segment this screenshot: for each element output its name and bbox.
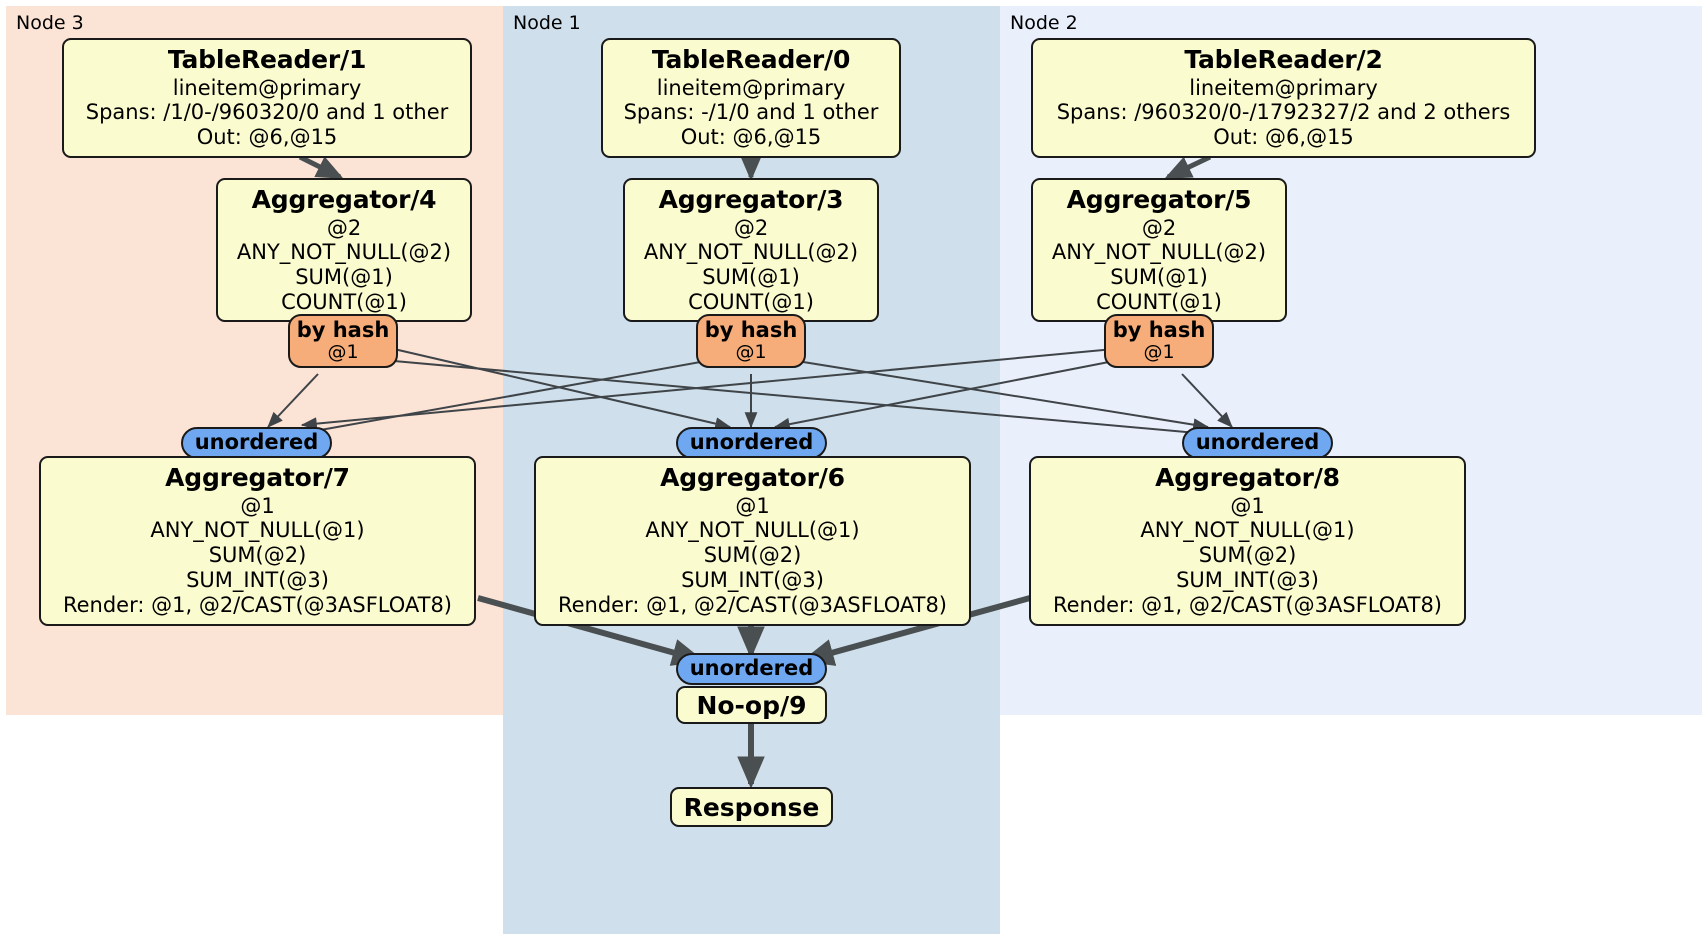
router-by-hash-center[interactable]: by hash @1 (696, 314, 806, 368)
synchronizer-label: unordered (689, 430, 814, 455)
processor-line: Render: @1, @2/CAST(@3ASFLOAT8) (557, 592, 948, 617)
synchronizer-unordered-center[interactable]: unordered (676, 427, 827, 459)
processor-line: SUM(@1) (295, 265, 393, 290)
processor-table-reader-1[interactable]: TableReader/1 lineitem@primary Spans: /1… (62, 38, 472, 158)
processor-line: Out: @6,@15 (196, 125, 338, 150)
processor-title: TableReader/1 (167, 45, 367, 74)
processor-line: SUM_INT(@3) (1176, 567, 1319, 592)
processor-title: TableReader/2 (1184, 45, 1383, 74)
processor-aggregator-5[interactable]: Aggregator/5 @2 ANY_NOT_NULL(@2) SUM(@1)… (1031, 178, 1287, 322)
node-panel-label-node3: Node 3 (16, 12, 84, 34)
router-column: @1 (1143, 341, 1175, 364)
processor-line: SUM(@2) (1198, 543, 1297, 568)
processor-line: COUNT(@1) (1096, 289, 1222, 314)
node-panel-label-node2: Node 2 (1010, 12, 1078, 34)
router-by-hash-left[interactable]: by hash @1 (288, 314, 398, 368)
processor-line: SUM(@1) (702, 265, 800, 290)
processor-line: SUM(@2) (208, 543, 307, 568)
processor-line: COUNT(@1) (281, 289, 407, 314)
processor-line: ANY_NOT_NULL(@1) (1140, 518, 1355, 543)
node-panel-label-node1: Node 1 (513, 12, 581, 34)
processor-title: Aggregator/5 (1066, 185, 1252, 214)
processor-line: lineitem@primary (1189, 75, 1378, 100)
processor-title: Aggregator/6 (660, 463, 845, 492)
synchronizer-label: unordered (689, 656, 814, 681)
processor-line: SUM(@1) (1110, 265, 1208, 290)
processor-line: Spans: /1/0-/960320/0 and 1 other (85, 100, 449, 125)
processor-line: @2 (733, 215, 769, 240)
synchronizer-unordered-left[interactable]: unordered (181, 427, 332, 459)
processor-title: TableReader/0 (651, 45, 851, 74)
processor-line: ANY_NOT_NULL(@1) (645, 518, 860, 543)
processor-line: SUM(@2) (703, 543, 802, 568)
processor-line: @1 (1230, 493, 1265, 518)
processor-line: @2 (326, 215, 362, 240)
processor-line: SUM_INT(@3) (681, 567, 824, 592)
router-label: by hash (704, 318, 798, 342)
processor-line: Spans: /960320/0-/1792327/2 and 2 others (1056, 100, 1511, 125)
processor-table-reader-2[interactable]: TableReader/2 lineitem@primary Spans: /9… (1031, 38, 1536, 158)
router-column: @1 (735, 341, 767, 364)
processor-line: Out: @6,@15 (1213, 125, 1354, 150)
router-by-hash-right[interactable]: by hash @1 (1104, 314, 1214, 368)
router-column: @1 (327, 341, 359, 364)
processor-line: Render: @1, @2/CAST(@3ASFLOAT8) (1052, 592, 1443, 617)
synchronizer-unordered-right[interactable]: unordered (1182, 427, 1333, 459)
processor-title: Aggregator/3 (658, 185, 844, 214)
processor-line: Out: @6,@15 (680, 125, 822, 150)
processor-line: SUM_INT(@3) (186, 567, 329, 592)
processor-response[interactable]: Response (670, 787, 833, 827)
processor-line: ANY_NOT_NULL(@2) (1051, 240, 1267, 265)
processor-line: @1 (735, 493, 770, 518)
processor-title: Aggregator/4 (251, 185, 437, 214)
processor-line: ANY_NOT_NULL(@1) (150, 518, 365, 543)
processor-line: @2 (1141, 215, 1177, 240)
processor-title: Aggregator/7 (165, 463, 350, 492)
processor-title: No-op/9 (696, 690, 807, 720)
processor-aggregator-3[interactable]: Aggregator/3 @2 ANY_NOT_NULL(@2) SUM(@1)… (623, 178, 879, 322)
processor-line: Spans: -/1/0 and 1 other (623, 100, 879, 125)
processor-aggregator-4[interactable]: Aggregator/4 @2 ANY_NOT_NULL(@2) SUM(@1)… (216, 178, 472, 322)
processor-aggregator-8[interactable]: Aggregator/8 @1 ANY_NOT_NULL(@1) SUM(@2)… (1029, 456, 1466, 626)
processor-line: ANY_NOT_NULL(@2) (643, 240, 859, 265)
processor-title: Response (683, 792, 820, 822)
processor-line: Render: @1, @2/CAST(@3ASFLOAT8) (62, 592, 453, 617)
processor-line: @1 (240, 493, 275, 518)
processor-line: lineitem@primary (172, 75, 362, 100)
processor-aggregator-7[interactable]: Aggregator/7 @1 ANY_NOT_NULL(@1) SUM(@2)… (39, 456, 476, 626)
processor-line: COUNT(@1) (688, 289, 814, 314)
synchronizer-label: unordered (194, 430, 319, 455)
router-label: by hash (296, 318, 390, 342)
processor-no-op-9[interactable]: No-op/9 (676, 686, 827, 724)
router-label: by hash (1112, 318, 1206, 342)
processor-aggregator-6[interactable]: Aggregator/6 @1 ANY_NOT_NULL(@1) SUM(@2)… (534, 456, 971, 626)
synchronizer-label: unordered (1195, 430, 1320, 455)
processor-line: ANY_NOT_NULL(@2) (236, 240, 452, 265)
processor-table-reader-0[interactable]: TableReader/0 lineitem@primary Spans: -/… (601, 38, 901, 158)
processor-title: Aggregator/8 (1155, 463, 1340, 492)
synchronizer-unordered-final[interactable]: unordered (676, 653, 827, 685)
processor-line: lineitem@primary (656, 75, 846, 100)
